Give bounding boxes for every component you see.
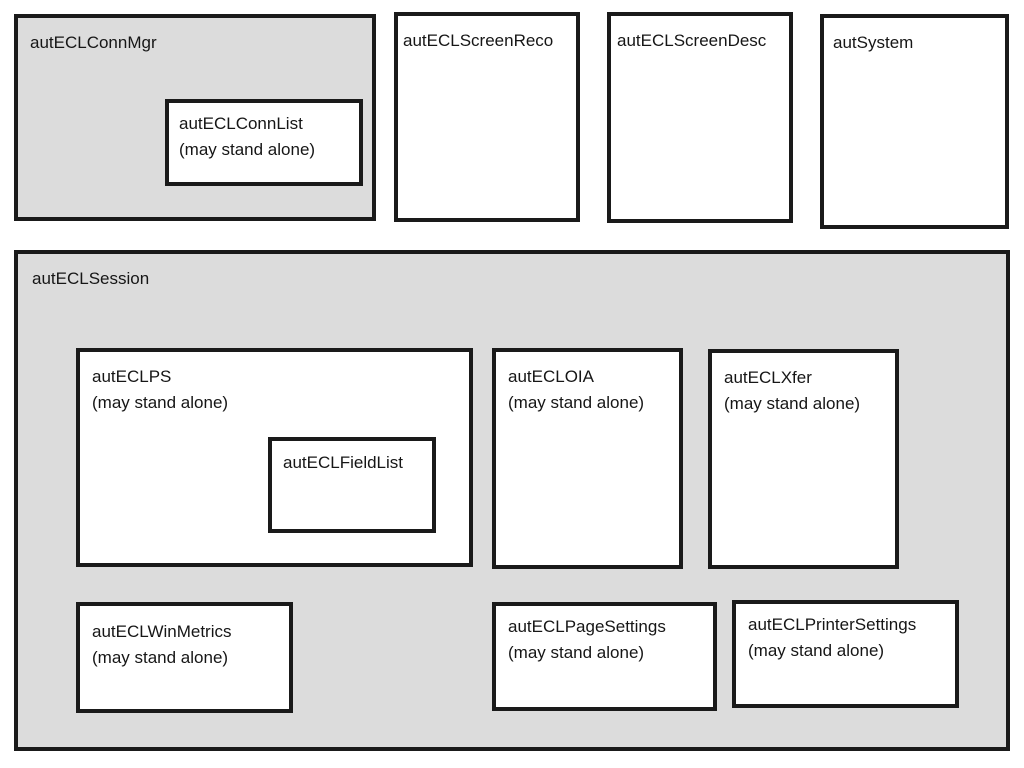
object-box-autECLOIA: autECLOIA (may stand alone)	[492, 348, 683, 569]
box-label-autECLScreenDesc: autECLScreenDesc	[617, 31, 767, 50]
box-note-autECLOIA: (may stand alone)	[508, 393, 645, 412]
box-label-autSystem: autSystem	[833, 33, 914, 52]
box-note-autECLPrinterSettings: (may stand alone)	[748, 641, 885, 660]
box-label-autECLFieldList: autECLFieldList	[283, 453, 404, 472]
object-box-autSystem: autSystem	[820, 14, 1009, 229]
object-box-autECLXfer: autECLXfer (may stand alone)	[708, 349, 899, 569]
box-label-autECLXfer: autECLXfer	[724, 368, 812, 387]
object-box-autECLFieldList: autECLFieldList	[268, 437, 436, 533]
object-box-autECLPS: autECLPS (may stand alone) autECLFieldLi…	[76, 348, 473, 567]
container-box-autECLSession: autECLSession autECLPS (may stand alone)…	[14, 250, 1010, 751]
object-box-autECLScreenReco: autECLScreenReco	[394, 12, 580, 222]
box-label-autECLPrinterSettings: autECLPrinterSettings	[748, 615, 917, 634]
box-note-autECLPageSettings: (may stand alone)	[508, 643, 645, 662]
box-label-autECLConnMgr: autECLConnMgr	[30, 33, 157, 52]
box-note-autECLWinMetrics: (may stand alone)	[92, 648, 229, 667]
box-note-autECLPS: (may stand alone)	[92, 393, 229, 412]
box-label-autECLConnList: autECLConnList	[179, 114, 303, 133]
object-box-autECLPrinterSettings: autECLPrinterSettings (may stand alone)	[732, 600, 959, 708]
box-note-autECLXfer: (may stand alone)	[724, 394, 861, 413]
box-label-autECLOIA: autECLOIA	[508, 367, 594, 386]
box-label-autECLSession: autECLSession	[32, 269, 150, 288]
box-note-autECLConnList: (may stand alone)	[179, 140, 316, 159]
object-box-autECLWinMetrics: autECLWinMetrics (may stand alone)	[76, 602, 293, 713]
box-label-autECLPS: autECLPS	[92, 367, 172, 386]
box-label-autECLWinMetrics: autECLWinMetrics	[92, 622, 232, 641]
object-box-autECLScreenDesc: autECLScreenDesc	[607, 12, 793, 223]
box-label-autECLPageSettings: autECLPageSettings	[508, 617, 666, 636]
object-box-autECLConnList: autECLConnList (may stand alone)	[165, 99, 363, 186]
container-box-autECLConnMgr: autECLConnMgr autECLConnList (may stand …	[14, 14, 376, 221]
box-label-autECLScreenReco: autECLScreenReco	[403, 31, 554, 50]
object-box-autECLPageSettings: autECLPageSettings (may stand alone)	[492, 602, 717, 711]
